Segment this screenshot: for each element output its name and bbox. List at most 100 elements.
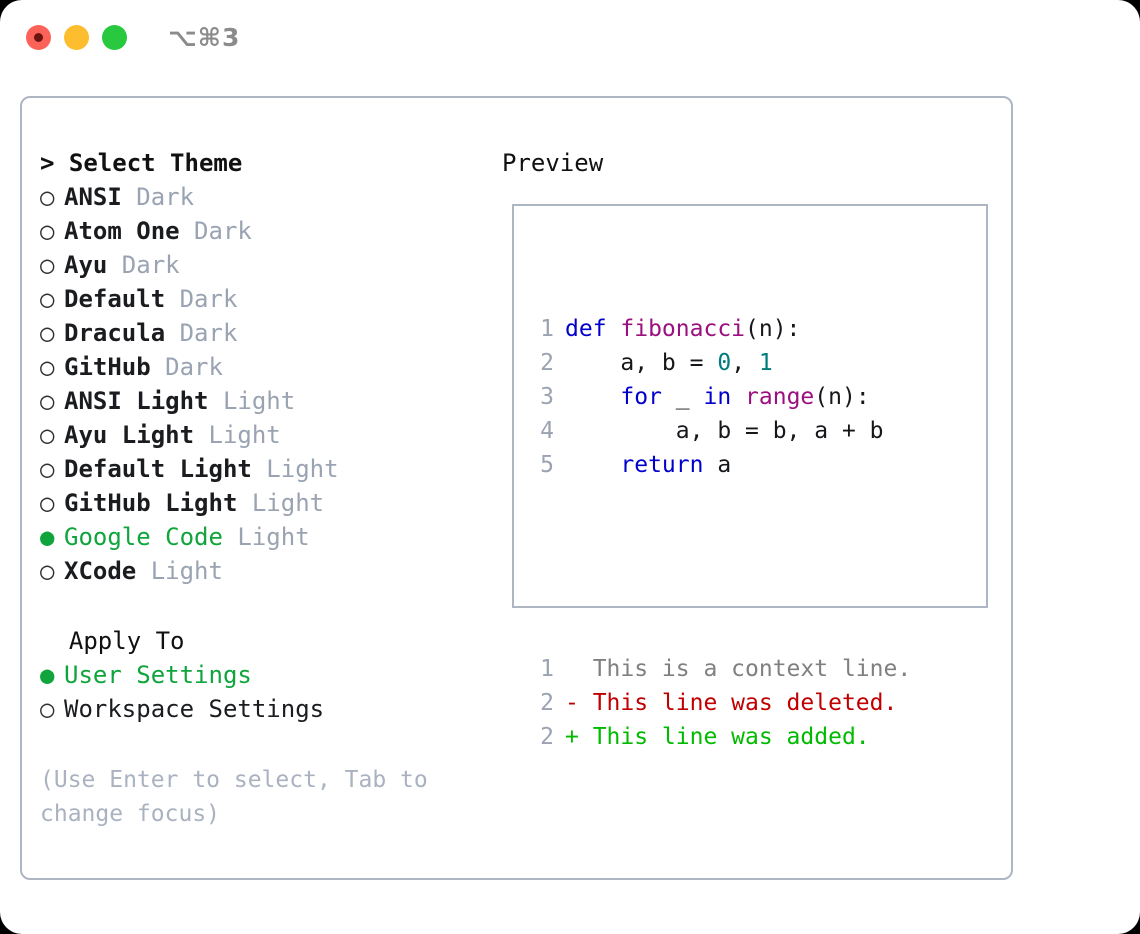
code-line: 2 + This line was added.: [528, 720, 911, 754]
option-row[interactable]: ○ Dracula Dark: [40, 316, 490, 350]
option-label: ANSI: [64, 183, 122, 211]
option-row[interactable]: ○ ANSI Dark: [40, 180, 490, 214]
section-spacer: [40, 588, 490, 624]
close-window-button[interactable]: [26, 25, 51, 50]
option-label: XCode: [64, 557, 137, 585]
code-token: This is a context line.: [565, 656, 912, 682]
option-row[interactable]: ● User Settings: [40, 658, 490, 692]
radio-selected-icon: ●: [40, 661, 55, 689]
line-number: 4: [540, 418, 554, 444]
option-tag: Dark: [165, 285, 238, 313]
code-token: a, b =: [565, 350, 718, 376]
option-row[interactable]: ○ Workspace Settings: [40, 692, 490, 726]
option-row[interactable]: ○Default Light Light: [40, 452, 490, 486]
keyboard-hint-text: (Use Enter to select, Tab to change focu…: [40, 767, 442, 827]
option-label: Default Light: [64, 455, 252, 483]
option-row[interactable]: ○ Atom One Dark: [40, 214, 490, 248]
main-panel: > Select Theme ○ANSI Dark○Atom One Dark○…: [20, 96, 1013, 880]
code-token: 1: [758, 350, 773, 376]
diff-sample: 1 This is a context line.2- This line wa…: [528, 652, 911, 754]
option-tag: Dark: [150, 353, 223, 381]
code-token: [565, 384, 620, 410]
code-token: + This line was added.: [565, 724, 870, 750]
minimize-window-button[interactable]: [64, 25, 89, 50]
code-token: (n):: [814, 384, 870, 410]
code-token: in: [703, 384, 732, 410]
line-number: 5: [540, 452, 554, 478]
line-number: 2: [540, 690, 554, 716]
option-label: Workspace Settings: [64, 695, 325, 723]
code-token: 0: [717, 350, 732, 376]
option-label: Google Code: [64, 523, 223, 551]
option-label: User Settings: [64, 661, 252, 689]
option-row[interactable]: ○ANSI Light Light: [40, 384, 490, 418]
radio-unselected-icon: ○: [40, 387, 55, 415]
radio-unselected-icon: ○: [40, 319, 55, 347]
option-label: Atom One: [64, 217, 180, 245]
option-row[interactable]: ○ XCode Light: [40, 554, 490, 588]
line-number: 1: [540, 316, 554, 342]
preview-column: Preview: [502, 146, 603, 180]
option-row[interactable]: ● Google Code Light: [40, 520, 490, 554]
code-line: 2 - This line was deleted.: [528, 686, 911, 720]
radio-unselected-icon: ○: [40, 183, 55, 211]
code-line: 2 a, b = 0, 1: [528, 346, 911, 380]
option-label: GitHub: [64, 353, 151, 381]
radio-unselected-icon: ○: [40, 421, 55, 449]
code-line: 3 for _ in range(n):: [528, 380, 911, 414]
code-token: return: [620, 452, 704, 478]
radio-unselected-icon: ○: [40, 695, 55, 723]
code-token: (n):: [745, 316, 801, 342]
code-token: - This line was deleted.: [565, 690, 898, 716]
code-token: fibonacci: [620, 316, 746, 342]
option-tag: Dark: [165, 319, 238, 347]
radio-unselected-icon: ○: [40, 353, 55, 381]
radio-selected-icon: ●: [40, 523, 55, 551]
zoom-window-button[interactable]: [102, 25, 127, 50]
radio-unselected-icon: ○: [40, 489, 55, 517]
option-tag: Dark: [107, 251, 180, 279]
option-tag: Dark: [121, 183, 195, 211]
line-number: 2: [540, 350, 554, 376]
option-tag: Light: [194, 421, 281, 449]
option-row[interactable]: ○GitHub Light Light: [40, 486, 490, 520]
option-tag: Light: [222, 523, 310, 551]
code-token: [565, 452, 620, 478]
code-token: [731, 384, 745, 410]
option-label: Ayu Light: [64, 421, 195, 449]
code-diff-spacer: [528, 550, 911, 584]
code-token: a, b = b, a + b: [565, 418, 884, 444]
line-number: 3: [540, 384, 554, 410]
code-token: _: [661, 384, 704, 410]
option-label: Ayu: [64, 251, 108, 279]
option-label: GitHub Light: [64, 489, 238, 517]
option-row[interactable]: ○ Ayu Light Light: [40, 418, 490, 452]
line-number: 2: [540, 724, 554, 750]
radio-unselected-icon: ○: [40, 217, 55, 245]
code-line: 5 return a: [528, 448, 911, 482]
theme-option-list: ○ ANSI Dark ○ Atom One Dark ○ Ayu Dark ○ Defaul…: [40, 180, 490, 588]
option-row[interactable]: ○ Default Dark: [40, 282, 490, 316]
radio-unselected-icon: ○: [40, 251, 55, 279]
preview-title: Preview: [502, 149, 604, 177]
radio-unselected-icon: ○: [40, 455, 55, 483]
traffic-lights: [26, 25, 127, 50]
option-label: ANSI Light: [64, 387, 209, 415]
radio-unselected-icon: ○: [40, 285, 55, 313]
option-label: Dracula: [64, 319, 166, 347]
option-label: Default: [64, 285, 166, 313]
code-token: a: [703, 452, 732, 478]
keyboard-shortcut-label: ⌥⌘3: [168, 23, 241, 52]
select-theme-header: > Select Theme: [40, 149, 243, 177]
option-row[interactable]: ○ GitHub Dark: [40, 350, 490, 384]
radio-unselected-icon: ○: [40, 557, 55, 585]
option-tag: Dark: [179, 217, 252, 245]
option-row[interactable]: ○ Ayu Dark: [40, 248, 490, 282]
code-line: 4 a, b = b, a + b: [528, 414, 911, 448]
option-tag: Light: [136, 557, 223, 585]
